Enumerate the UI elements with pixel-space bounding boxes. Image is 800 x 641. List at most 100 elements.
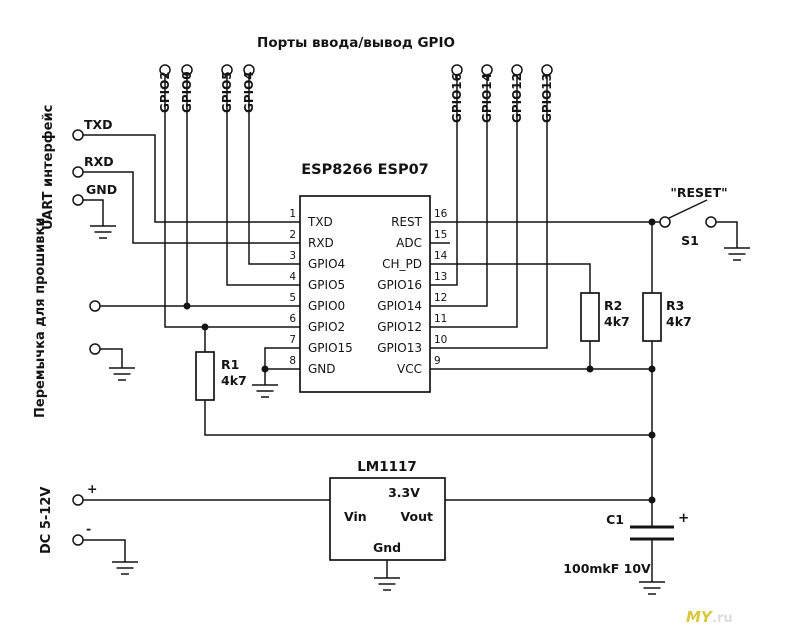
dc-minus-label: - — [86, 521, 91, 536]
ic-pin-name-gpio4: GPIO4 — [308, 257, 345, 271]
junction-dot — [586, 365, 594, 373]
gpio12-terminal-label: GPIO12 — [510, 73, 524, 123]
ground-regulator — [373, 577, 401, 591]
gnd-label: GND — [86, 182, 117, 197]
ground-dc-minus — [111, 561, 139, 575]
gpio4-terminal-label: GPIO4 — [242, 71, 256, 113]
ic-pin-number-3: 3 — [289, 250, 296, 262]
ic-pin-number-14: 14 — [434, 250, 448, 262]
ic-pin-name-gpio13: GPIO13 — [377, 341, 422, 355]
wire-dc-minus — [83, 539, 126, 562]
wire-gpio4 — [248, 75, 300, 265]
terminal-gnd — [72, 194, 84, 206]
junction-dot — [648, 365, 656, 373]
switch-arm — [668, 199, 708, 219]
ic-pin-name-txd: TXD — [307, 215, 333, 229]
rxd-label: RXD — [84, 154, 114, 169]
capacitor-plus-label: + — [678, 510, 689, 526]
switch-terminal-right — [705, 216, 717, 228]
ic-pin-name-gpio14: GPIO14 — [377, 299, 422, 313]
junction-dot — [648, 496, 656, 504]
ic-pin-number-16: 16 — [434, 208, 448, 220]
ground-switch — [723, 247, 751, 261]
terminal-gpio12 — [511, 64, 523, 76]
r3-value-label: 4k7 — [666, 314, 692, 329]
ic-pin-number-9: 9 — [434, 355, 441, 367]
wire-gpio12 — [430, 75, 518, 328]
capacitor-name-label: C1 — [606, 512, 624, 527]
ic-pin-name-chpd: CH_PD — [382, 257, 422, 271]
gpio0-terminal-label: GPIO0 — [180, 71, 194, 113]
wire-gpio5 — [226, 75, 300, 286]
terminal-txd — [72, 129, 84, 141]
regulator-gnd-label: Gnd — [373, 540, 401, 555]
junction-dot — [648, 431, 656, 439]
ic-title: ESP8266 ESP07 — [301, 162, 429, 178]
terminal-dc-plus — [72, 494, 84, 506]
terminal-gpio4 — [243, 64, 255, 76]
ground-capacitor — [638, 581, 666, 595]
terminal-dc-minus — [72, 534, 84, 546]
ic-pin-number-15: 15 — [434, 229, 447, 241]
switch-terminal-left — [659, 216, 671, 228]
junction-dot — [261, 365, 269, 373]
regulator-voltage-label: 3.3V — [388, 485, 420, 500]
wire-gpio2 — [164, 75, 300, 328]
ic-pin-name-gpio12: GPIO12 — [377, 320, 422, 334]
watermark-text: MY — [686, 608, 714, 626]
r2-name-label: R2 — [604, 298, 622, 313]
ic-pin-name-gpio15: GPIO15 — [308, 341, 353, 355]
terminal-rxd — [72, 166, 84, 178]
ic-pin-number-13: 13 — [434, 271, 447, 283]
r1-name-label: R1 — [221, 357, 239, 372]
wire-switch-gnd — [716, 221, 738, 248]
ic-pin-name-gpio2: GPIO2 — [308, 320, 345, 334]
reset-switch-label: "RESET" — [670, 185, 727, 200]
ic-pin-name-vcc: VCC — [397, 362, 422, 376]
ic-pin-number-11: 11 — [434, 313, 447, 325]
terminal-gpio2 — [159, 64, 171, 76]
ic-pin-name-rxd: RXD — [308, 236, 334, 250]
regulator-vout-label: Vout — [401, 509, 433, 524]
watermark-suffix: .ru — [712, 611, 733, 626]
terminal-gpio0 — [181, 64, 193, 76]
ic-pin-number-5: 5 — [289, 292, 296, 304]
ground-ic — [251, 384, 279, 398]
txd-label: TXD — [84, 117, 113, 132]
terminal-jumper-bottom — [89, 343, 101, 355]
terminal-gpio5 — [221, 64, 233, 76]
terminals — [72, 64, 717, 546]
terminal-gpio13 — [541, 64, 553, 76]
wire-txd — [83, 134, 300, 223]
wire-chpd — [430, 263, 591, 293]
ground-uart — [89, 225, 117, 239]
wire-uart-gnd — [83, 199, 104, 226]
wire-gpio15-to-gnd — [264, 347, 300, 369]
jumper-section-label: Перемычка для прошивки — [33, 218, 48, 418]
r1-value-label: 4k7 — [221, 373, 247, 388]
gpio5-terminal-label: GPIO5 — [220, 71, 234, 113]
terminal-gpio14 — [481, 64, 493, 76]
wire-gpio16 — [430, 75, 458, 286]
ic-pin-number-2: 2 — [289, 229, 296, 241]
resistor-r1-body — [195, 351, 215, 401]
junction-dot — [201, 323, 209, 331]
gpio13-terminal-label: GPIO13 — [540, 73, 554, 123]
wire-gnd-pin — [264, 368, 300, 385]
ic-pin-name-gnd: GND — [308, 362, 336, 376]
r3-name-label: R3 — [666, 298, 684, 313]
ic-pin-number-10: 10 — [434, 334, 447, 346]
ic-pin-name-adc: ADC — [396, 236, 422, 250]
wire-gpio14 — [430, 75, 488, 307]
gpio14-terminal-label: GPIO14 — [480, 73, 494, 123]
ic-pin-number-6: 6 — [289, 313, 296, 325]
ic-pin-number-12: 12 — [434, 292, 447, 304]
ic-pin-number-8: 8 — [289, 355, 296, 367]
ic-pin-name-gpio0: GPIO0 — [308, 299, 345, 313]
uart-section-label: UART интерфейс — [41, 105, 56, 230]
junction-dots — [183, 218, 656, 504]
junction-dot — [648, 218, 656, 226]
gpio-ports-title: Порты ввода/вывод GPIO — [257, 35, 455, 51]
ground-jumper — [108, 367, 136, 381]
